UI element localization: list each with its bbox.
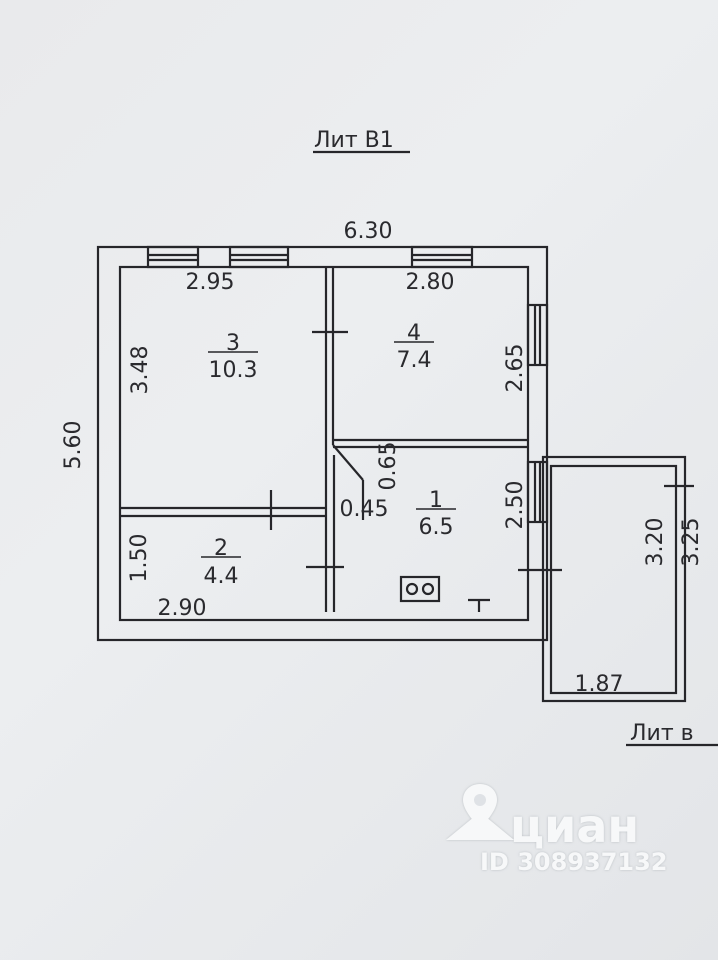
corridor-diagonal — [332, 444, 364, 481]
dim-room3-height: 3.48 — [128, 346, 153, 395]
dim-annex-width: 1.87 — [575, 672, 624, 697]
room-area: 7.4 — [397, 348, 432, 373]
dim-annex-outer-height: 3.25 — [679, 518, 704, 567]
inner-wall — [118, 265, 530, 622]
wall-lines — [96, 150, 718, 747]
outer-wall — [96, 245, 549, 642]
dim-room2-height: 1.50 — [127, 534, 152, 583]
annex-inner-wall — [549, 464, 678, 695]
window — [526, 460, 549, 524]
watermark: циан ID 308937132 — [446, 784, 668, 876]
dim-overall-width: 6.30 — [344, 219, 393, 244]
dim-room1-height: 2.50 — [503, 481, 528, 530]
watermark-listing-id: ID 308937132 — [480, 848, 668, 876]
dim-room4-height: 2.65 — [503, 344, 528, 393]
room-number: 4 — [407, 321, 421, 346]
annex-title: Лит в — [630, 721, 694, 746]
window — [410, 245, 474, 269]
window — [526, 303, 549, 367]
plan-title: Лит В1 — [314, 128, 394, 153]
annex-outer-wall — [541, 455, 687, 703]
window — [146, 245, 200, 269]
window — [228, 245, 290, 269]
room-area: 6.5 — [419, 515, 454, 540]
dim-room4-width: 2.80 — [406, 270, 455, 295]
dim-room3-width: 2.95 — [186, 270, 235, 295]
dim-room2-width: 2.90 — [158, 596, 207, 621]
room-area: 4.4 — [204, 564, 239, 589]
dim-corridor-height: 0.65 — [376, 442, 401, 491]
dim-overall-height: 5.60 — [61, 421, 86, 470]
room-area: 10.3 — [209, 358, 258, 383]
labels: Лит В1 Лит в 6.30 5.60 2.95 3.48 2.80 2.… — [61, 128, 704, 746]
stove-burner-icon — [421, 582, 435, 596]
location-pin-icon — [446, 784, 514, 840]
room-number: 1 — [429, 488, 443, 513]
dim-annex-inner-height: 3.20 — [643, 518, 668, 567]
dim-corridor-width: 0.45 — [340, 497, 389, 522]
room-number: 3 — [226, 331, 240, 356]
room-number: 2 — [214, 536, 228, 561]
stove-burner-icon — [405, 582, 419, 596]
stove-icon — [399, 575, 441, 603]
watermark-brand: циан — [510, 799, 639, 853]
